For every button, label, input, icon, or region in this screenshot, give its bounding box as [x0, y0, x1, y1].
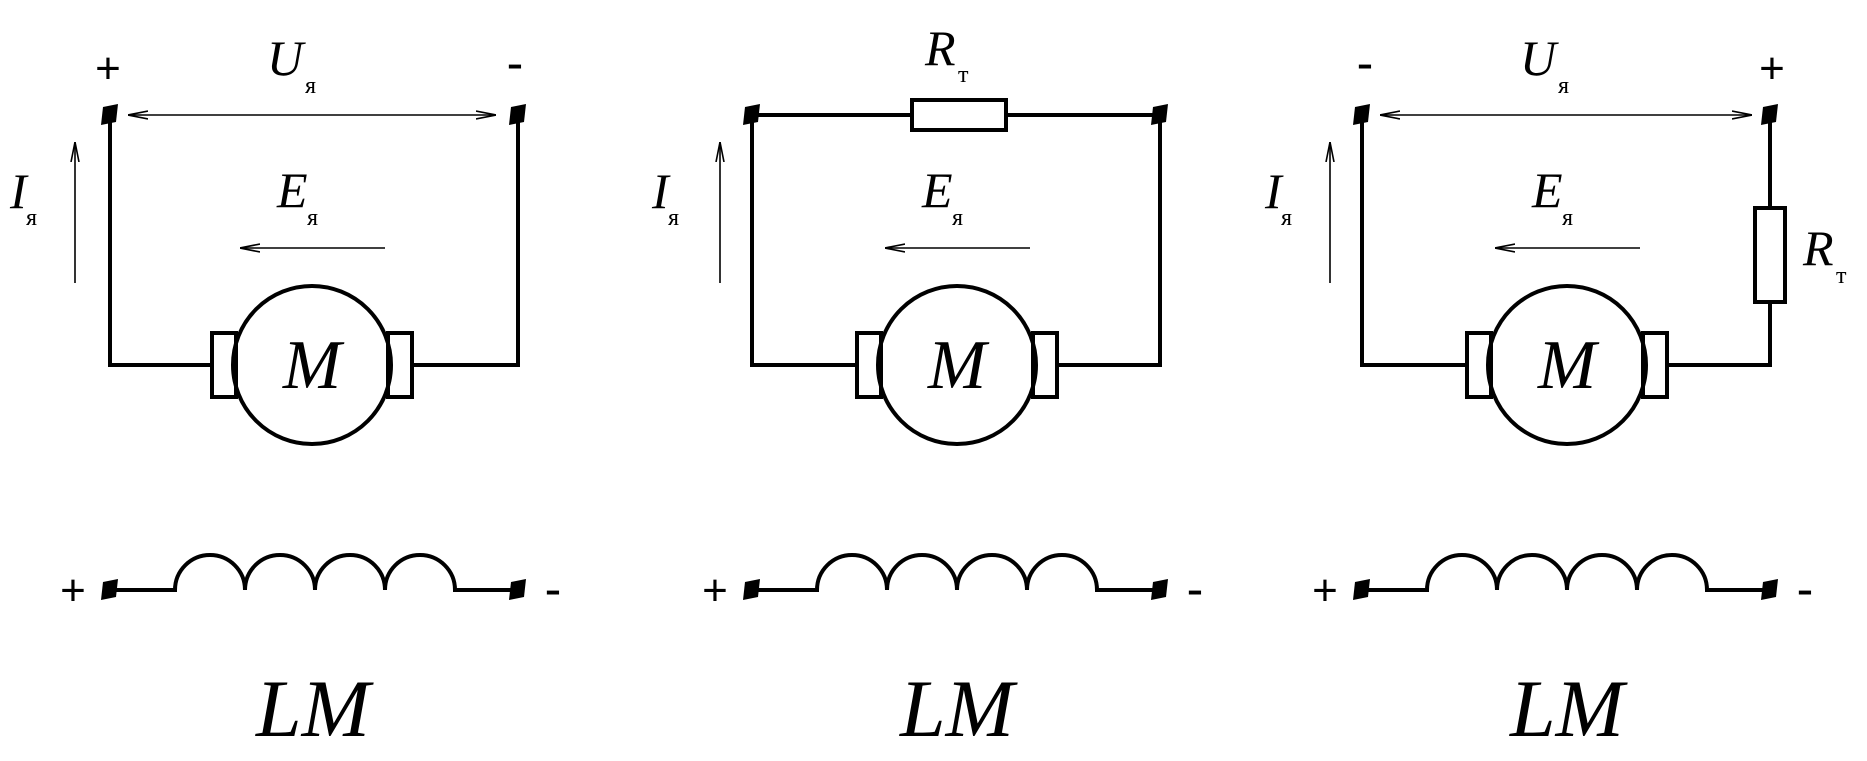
terminal-top-left — [101, 104, 118, 125]
current-subscript: я — [1281, 205, 1292, 231]
sign-top-right: + — [1759, 44, 1785, 93]
current-subscript: я — [668, 205, 679, 231]
voltage-label: U — [267, 30, 306, 86]
coil-winding — [108, 553, 520, 592]
voltage-label: U — [1520, 30, 1559, 86]
voltage-subscript: я — [1558, 73, 1569, 99]
resistor-subscript: т — [1836, 263, 1847, 289]
resistor — [1753, 206, 1787, 304]
terminal-top-left — [743, 104, 760, 125]
circuit-2: R т M I я E я + - LM — [651, 20, 1203, 754]
brush-left — [855, 331, 883, 399]
emf-label: E — [1531, 162, 1563, 218]
current-label: I — [1264, 163, 1284, 219]
brush-right — [386, 331, 414, 399]
coil-winding — [750, 553, 1162, 592]
brush-left — [1465, 331, 1493, 399]
circuit-1-left-wire — [108, 113, 214, 367]
circuit-1-motor: M — [210, 284, 414, 446]
coil-label: LM — [1509, 663, 1629, 754]
circuit-3-left-wire — [1360, 113, 1469, 367]
motor-label: M — [927, 327, 990, 404]
coil-terminal-left — [101, 579, 118, 600]
motor-label: M — [1537, 327, 1600, 404]
circuit-2-coil: + - LM — [702, 553, 1204, 754]
motor-circle — [231, 284, 393, 446]
motor-circle — [876, 284, 1038, 446]
motor-circle — [1486, 284, 1648, 446]
coil-label: LM — [899, 663, 1019, 754]
terminal-top-left — [1353, 104, 1370, 125]
current-label: I — [9, 163, 29, 219]
coil-winding — [1360, 553, 1772, 592]
terminal-top-right — [509, 104, 526, 125]
emf-subscript: я — [307, 205, 318, 231]
coil-terminal-right — [1761, 579, 1778, 600]
circuit-3: R т M - + U я I я E я + - LM — [1264, 30, 1847, 754]
coil-sign-right: - — [545, 561, 562, 617]
coil-label: LM — [255, 663, 375, 754]
sign-top-left: + — [95, 44, 121, 93]
coil-sign-right: - — [1797, 561, 1814, 617]
sign-top-left: - — [1357, 35, 1374, 91]
coil-terminal-left — [743, 579, 760, 600]
motor-label: M — [282, 327, 345, 404]
circuit-3-motor: M — [1465, 284, 1669, 446]
resistor — [910, 98, 1008, 132]
circuit-2-right-wire — [1055, 113, 1162, 367]
current-subscript: я — [26, 205, 37, 231]
terminal-top-right — [1151, 104, 1168, 125]
circuit-3-right-wire-bottom — [1665, 300, 1772, 367]
coil-sign-left: + — [60, 566, 86, 615]
resistor-label: R — [1802, 220, 1834, 276]
resistor-subscript: т — [958, 62, 969, 88]
circuit-1-coil: + - LM — [60, 553, 562, 754]
brush-left — [210, 331, 238, 399]
resistor-label: R — [924, 20, 956, 76]
coil-terminal-left — [1353, 579, 1370, 600]
emf-subscript: я — [952, 205, 963, 231]
brush-right — [1641, 331, 1669, 399]
sign-top-right: - — [507, 35, 524, 91]
circuit-1-right-wire — [410, 113, 520, 367]
coil-terminal-right — [509, 579, 526, 600]
emf-label: E — [276, 162, 308, 218]
brush-right — [1031, 331, 1059, 399]
voltage-subscript: я — [305, 73, 316, 99]
current-label: I — [651, 163, 671, 219]
coil-terminal-right — [1151, 579, 1168, 600]
terminal-top-right — [1761, 104, 1778, 125]
emf-label: E — [921, 162, 953, 218]
circuit-2-left-wire — [750, 113, 859, 367]
coil-sign-left: + — [702, 566, 728, 615]
emf-subscript: я — [1562, 205, 1573, 231]
circuit-3-coil: + - LM — [1312, 553, 1814, 754]
coil-sign-right: - — [1187, 561, 1204, 617]
circuit-2-motor: M — [855, 284, 1059, 446]
coil-sign-left: + — [1312, 566, 1338, 615]
circuit-1: M + - U я I я E я + - LM — [9, 30, 561, 754]
